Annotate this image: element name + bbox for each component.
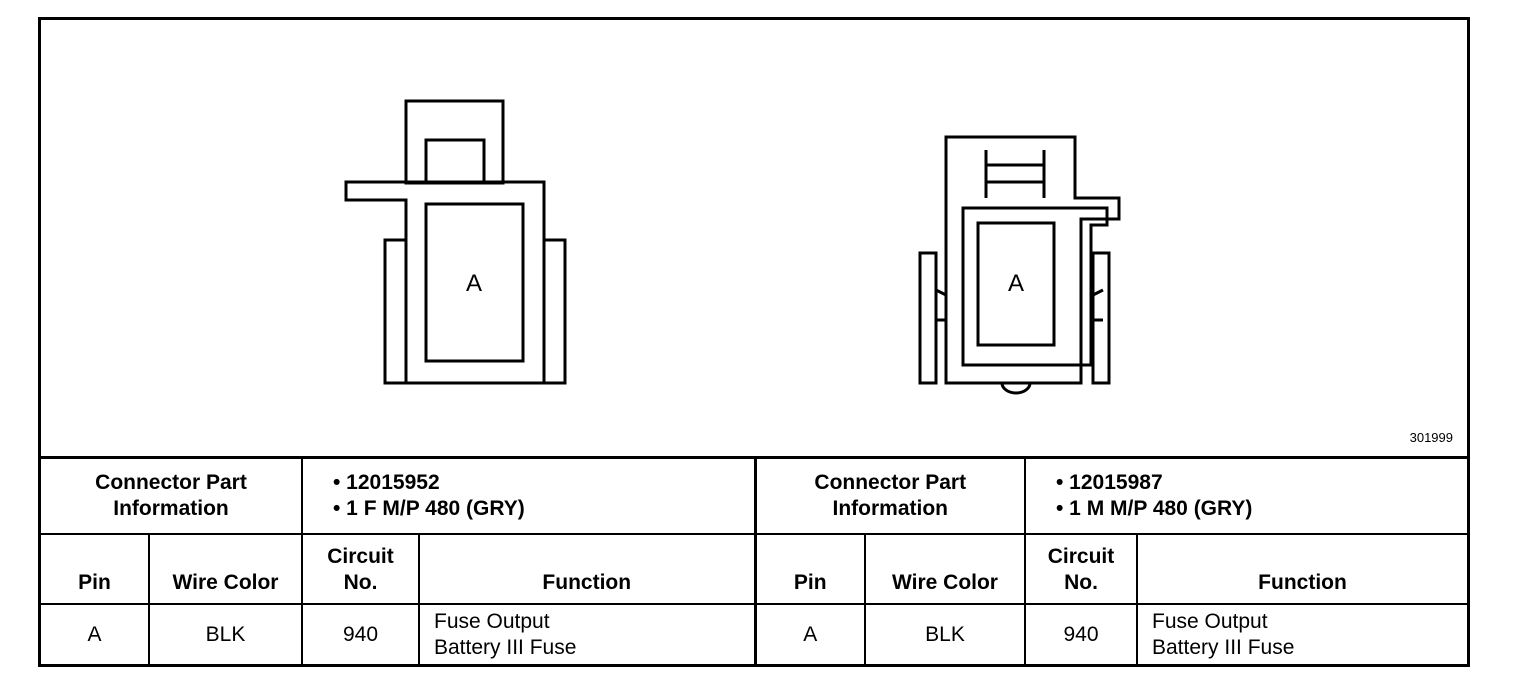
left-connector-latch-window	[424, 138, 486, 184]
left-connector-drawing	[344, 99, 567, 385]
left-circuit-cell: 940	[301, 602, 420, 666]
left-connector-body	[344, 180, 546, 385]
right-circuit-cell: 940	[1024, 602, 1138, 666]
right-circuit-header: Circuit No.	[1024, 532, 1138, 605]
right-part-numbers: • 12015987 • 1 M M/P 480 (GRY)	[1024, 456, 1467, 535]
right-connector-drawing	[918, 135, 1121, 395]
left-circuit-header: Circuit No.	[301, 532, 420, 605]
right-wire-color-header: Wire Color	[864, 532, 1026, 605]
right-part-description: • 1 M M/P 480 (GRY)	[1056, 496, 1253, 520]
figure-id: 301999	[1409, 430, 1453, 445]
right-part-number: • 12015987	[1056, 470, 1163, 494]
left-pin-cell: A	[41, 602, 150, 666]
right-connector-guide-right	[1091, 251, 1111, 385]
right-pin-cell: A	[754, 602, 866, 666]
left-function-header: Function	[418, 532, 757, 605]
part-info-row: Connector Part Information • 12015952 • …	[41, 456, 1467, 535]
right-connector-tabs	[935, 288, 1104, 297]
left-part-number: • 12015952	[333, 470, 440, 494]
right-connector-guide-left	[918, 251, 938, 385]
left-part-info-label: Connector Part Information	[41, 456, 303, 535]
right-cavity-label: A	[1008, 270, 1024, 297]
right-part-info-label: Connector Part Information	[754, 456, 1026, 535]
table-row: A BLK 940 Fuse Output Battery III Fuse A…	[41, 602, 1467, 666]
left-connector-cavity	[424, 202, 525, 363]
left-part-description: • 1 F M/P 480 (GRY)	[333, 496, 525, 520]
connector-diagram: A A	[344, 99, 1121, 395]
right-function-cell: Fuse Output Battery III Fuse	[1136, 602, 1467, 666]
left-part-numbers: • 12015952 • 1 F M/P 480 (GRY)	[301, 456, 757, 535]
connector-info-table: Connector Part Information • 12015952 • …	[41, 456, 1467, 666]
left-connector-side-rail-left	[383, 238, 408, 385]
left-pin-header: Pin	[41, 532, 150, 605]
right-connector-inner-shell	[961, 206, 1109, 367]
left-wire-color-header: Wire Color	[148, 532, 303, 605]
right-connector-latch-ribs	[984, 150, 1046, 198]
left-connector-latch	[404, 99, 505, 185]
right-pin-header: Pin	[754, 532, 866, 605]
left-connector-side-rail-right	[542, 238, 567, 385]
header-row: Pin Wire Color Circuit No. Function Pin …	[41, 532, 1467, 605]
right-connector-key	[1000, 382, 1032, 395]
right-wire-color-cell: BLK	[864, 602, 1026, 666]
connector-sheet-frame: A A 301999 Connector Part Information • …	[38, 17, 1470, 667]
right-connector-body	[944, 135, 1121, 385]
right-connector-cavity	[976, 221, 1056, 347]
left-wire-color-cell: BLK	[148, 602, 303, 666]
right-function-header: Function	[1136, 532, 1467, 605]
left-cavity-label: A	[466, 270, 482, 297]
left-function-cell: Fuse Output Battery III Fuse	[418, 602, 757, 666]
